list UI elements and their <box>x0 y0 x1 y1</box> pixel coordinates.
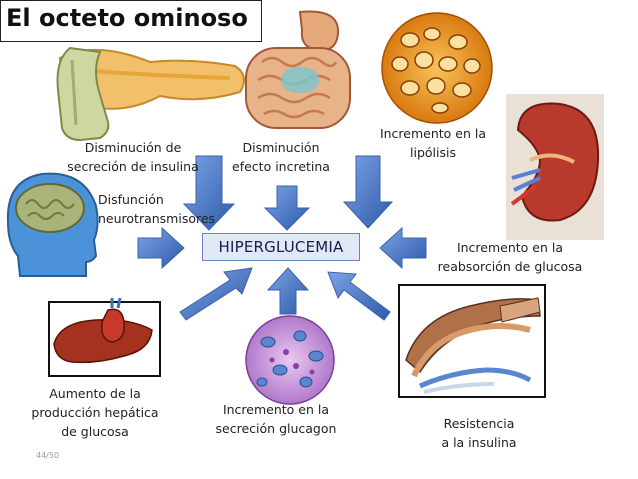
label-muscle: Resistencia a la insulina <box>424 414 534 452</box>
pancreas-image <box>56 46 245 142</box>
label-liver: Aumento de la producción hepática de glu… <box>20 384 170 441</box>
label-glucagon: Incremento en la secreción glucagon <box>208 400 344 438</box>
head-image <box>6 172 99 277</box>
adipose-image <box>381 12 493 124</box>
label-line: Disfunción <box>98 192 164 207</box>
arrow-up-liver <box>179 267 253 321</box>
page-number: 44/50 <box>36 451 60 460</box>
label-line: Disminución de <box>84 140 182 155</box>
label-line: neurotransmisores <box>98 211 216 226</box>
label-line: Disminución <box>242 140 320 155</box>
kidney-image <box>506 94 604 240</box>
liver-image <box>53 297 153 364</box>
arrow-right-brain <box>137 226 185 270</box>
label-kidney: Incremento en la reabsorción de glucosa <box>430 238 590 276</box>
label-line: secreción de insulina <box>67 159 199 174</box>
title-box <box>0 0 262 42</box>
label-line: Incremento en la <box>379 126 487 141</box>
label-line: Aumento de la <box>49 386 141 401</box>
arrow-down-pancreas <box>182 155 236 231</box>
slide-title: El octeto ominoso <box>6 4 248 32</box>
arrow-left-kidney <box>379 226 427 270</box>
glucagon-cells-image <box>245 315 335 405</box>
label-line: Incremento en la <box>456 240 564 255</box>
label-line: lipólisis <box>410 145 456 160</box>
arrow-down-lipolysis <box>342 155 394 229</box>
label-line: Incremento en la <box>222 402 330 417</box>
arrow-up-muscle <box>327 271 391 321</box>
label-line: a la insulina <box>441 435 517 450</box>
label-line: producción hepática <box>31 405 159 420</box>
label-pancreas: Disminución de secreción de insulina <box>58 138 208 176</box>
label-line: de glucosa <box>61 424 129 439</box>
label-line: reabsorción de glucosa <box>437 259 583 274</box>
label-incretin: Disminución efecto incretina <box>222 138 340 176</box>
label-line: secreción glucagon <box>215 421 337 436</box>
hiperglucemia-box: HIPERGLUCEMIA <box>202 233 360 261</box>
intestine-image <box>245 10 351 129</box>
arrows <box>137 155 427 321</box>
label-brain: Disfunción neurotransmisores <box>98 190 224 228</box>
label-line: Resistencia <box>443 416 515 431</box>
arrow-down-incretin <box>263 185 311 231</box>
arrow-up-glucagon <box>266 267 310 315</box>
label-line: efecto incretina <box>232 159 330 174</box>
muscle-image <box>405 297 541 394</box>
label-lipolysis: Incremento en la lipólisis <box>368 124 498 162</box>
